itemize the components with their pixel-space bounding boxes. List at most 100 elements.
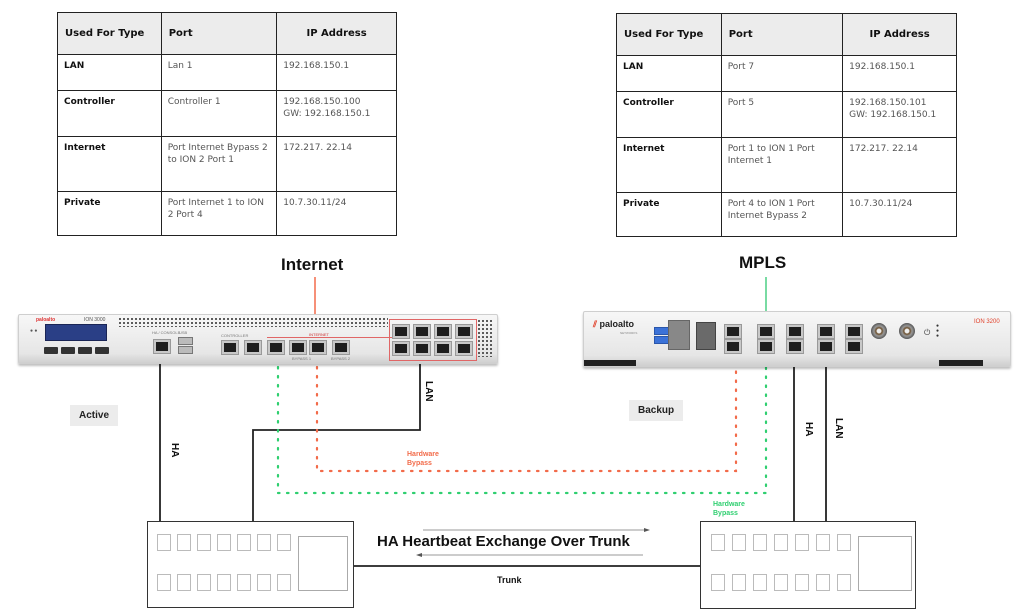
switch-port[interactable] (257, 574, 271, 591)
gateway: GW: 192.168.150.1 (283, 108, 371, 119)
lan-3-port[interactable] (413, 341, 431, 356)
switch-port[interactable] (711, 534, 725, 551)
header-port: Port (720, 13, 844, 56)
sfp-port[interactable] (696, 322, 716, 350)
table-row: Internet Port Internet Bypass 2 to ION 2… (57, 136, 397, 192)
switch-port[interactable] (237, 534, 251, 551)
wan-3-port[interactable] (392, 341, 410, 356)
lcd-display (45, 324, 107, 341)
port-6[interactable] (786, 339, 804, 354)
switch-port[interactable] (795, 574, 809, 591)
switch-port[interactable] (157, 534, 171, 551)
antenna-connector-1[interactable] (871, 323, 887, 339)
switch-port[interactable] (217, 534, 231, 551)
bypass-port-2[interactable] (332, 340, 350, 355)
usb-port-1[interactable] (178, 337, 193, 345)
wan-4-port[interactable] (434, 341, 452, 356)
cell-type: Private (616, 192, 722, 237)
cell-ip: 192.168.150.1 (842, 55, 957, 92)
lan-2-port[interactable] (455, 324, 473, 339)
switch-port[interactable] (257, 534, 271, 551)
port-8[interactable] (817, 339, 835, 354)
switch-port[interactable] (217, 574, 231, 591)
mpls-label: MPLS (739, 253, 787, 272)
left-lan-label: LAN (423, 381, 434, 402)
switch-port[interactable] (157, 574, 171, 591)
switch-port[interactable] (732, 534, 746, 551)
port-1[interactable] (724, 324, 742, 339)
wan-2-port[interactable] (434, 324, 452, 339)
left-switch (147, 521, 354, 608)
rack-foot-right (939, 360, 983, 366)
switch-port[interactable] (277, 534, 291, 551)
usb-port-2[interactable] (178, 346, 193, 354)
controller-port-1[interactable] (221, 340, 239, 355)
switch-port[interactable] (197, 574, 211, 591)
ha-console-port[interactable] (153, 339, 171, 354)
controller-label: CONTROLLER (221, 333, 249, 338)
console-port[interactable] (668, 320, 690, 350)
bypass-label-line1: Hardware (407, 451, 439, 458)
front-key-3[interactable] (78, 347, 92, 354)
port-5[interactable] (786, 324, 804, 339)
paloalto-logo: ⫽ paloalto (593, 319, 634, 330)
heartbeat-label: HA Heartbeat Exchange Over Trunk (377, 533, 630, 550)
table-row: Internet Port 1 to ION 1 Port Internet 1… (616, 137, 957, 193)
table-row: Private Port 4 to ION 1 Port Internet By… (616, 192, 957, 237)
switch-uplink-module (858, 536, 912, 591)
switch-port[interactable] (816, 534, 830, 551)
switch-port[interactable] (197, 534, 211, 551)
ion-3000-appliance: paloalto ION 3000 ● ● HA / CONSOLE USB C… (18, 314, 498, 364)
header-type: Used For Type (57, 12, 162, 55)
cell-type: Controller (616, 91, 722, 138)
switch-port[interactable] (774, 574, 788, 591)
table-header-row: Used For Type Port IP Address (616, 13, 957, 56)
vent-grille (118, 317, 388, 327)
port-10[interactable] (845, 339, 863, 354)
front-key-2[interactable] (61, 347, 75, 354)
internet-port-2[interactable] (309, 340, 327, 355)
switch-port[interactable] (711, 574, 725, 591)
port-4[interactable] (757, 339, 775, 354)
switch-port[interactable] (177, 534, 191, 551)
lan-1-port[interactable] (413, 324, 431, 339)
port-9[interactable] (845, 324, 863, 339)
wan-1-port[interactable] (392, 324, 410, 339)
switch-port[interactable] (837, 534, 851, 551)
table-row: LAN Port 7 192.168.150.1 (616, 55, 957, 92)
switch-port[interactable] (177, 574, 191, 591)
switch-port[interactable] (774, 534, 788, 551)
switch-port[interactable] (837, 574, 851, 591)
backup-role-badge: Backup (629, 400, 684, 421)
table-row: LAN Lan 1 192.168.150.1 (57, 54, 397, 91)
lan-4-port[interactable] (455, 341, 473, 356)
ion-3200-appliance: ⫽ paloalto NETWORKS ⏻ ●●● ION 3200 (583, 311, 1011, 367)
switch-port[interactable] (816, 574, 830, 591)
bypass-port-1[interactable] (289, 340, 307, 355)
header-ip: IP Address (842, 13, 957, 56)
controller-port-2[interactable] (244, 340, 262, 355)
switch-port[interactable] (237, 574, 251, 591)
switch-port[interactable] (277, 574, 291, 591)
switch-port[interactable] (753, 574, 767, 591)
brand-sub: NETWORKS (620, 331, 638, 335)
port-3[interactable] (757, 324, 775, 339)
rack-foot-left (584, 360, 636, 366)
switch-port[interactable] (795, 534, 809, 551)
switch-port[interactable] (732, 574, 746, 591)
table-row: Private Port Internet 1 to ION 2 Port 4 … (57, 191, 397, 236)
front-key-4[interactable] (95, 347, 109, 354)
port-2[interactable] (724, 339, 742, 354)
green-bypass-link (276, 352, 768, 495)
port-7[interactable] (817, 324, 835, 339)
active-role-badge: Active (70, 405, 119, 426)
cell-ip: 10.7.30.11/24 (276, 191, 397, 236)
internet-port-1[interactable] (267, 340, 285, 355)
switch-port[interactable] (753, 534, 767, 551)
antenna-connector-2[interactable] (899, 323, 915, 339)
header-ip: IP Address (276, 12, 397, 55)
power-icon[interactable]: ⏻ (924, 328, 931, 337)
internet-label: INTERNET (309, 332, 329, 337)
front-key-1[interactable] (44, 347, 58, 354)
